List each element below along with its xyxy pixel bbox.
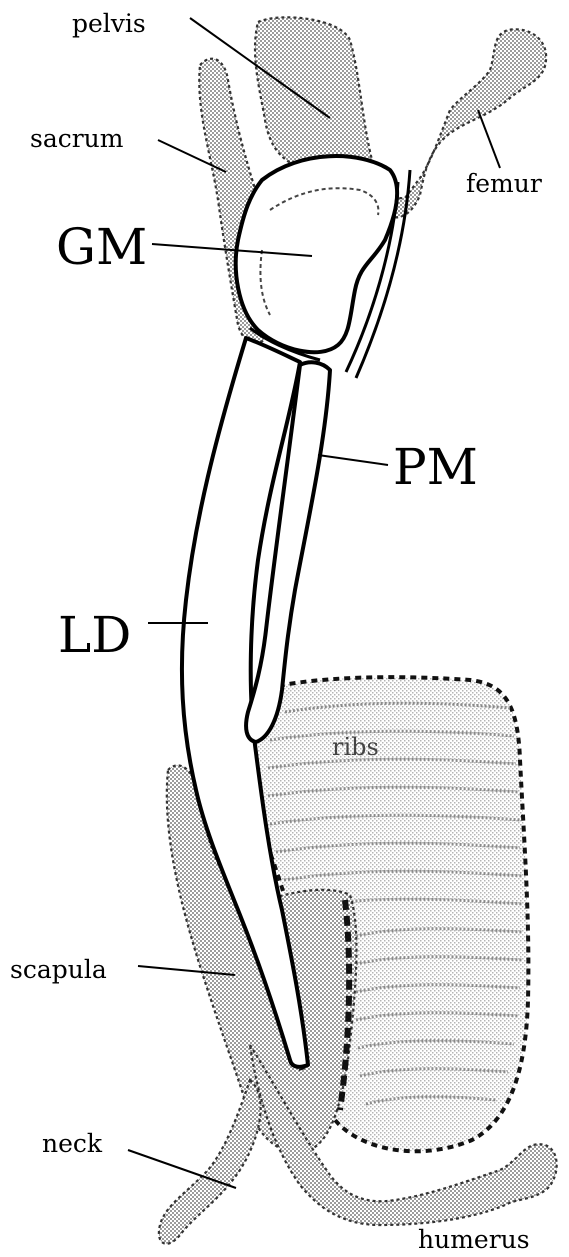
ld-label: LD: [58, 606, 131, 664]
ribs-label: ribs: [332, 733, 379, 761]
neck-label: neck: [42, 1129, 103, 1158]
gm-label: GM: [56, 218, 147, 276]
pm-leader: [318, 455, 388, 465]
scapula-label: scapula: [10, 955, 107, 984]
neck-bone: [159, 1080, 261, 1244]
humerus-label: humerus: [418, 1225, 530, 1254]
pelvis-label: pelvis: [72, 9, 146, 38]
sacrum-label: sacrum: [30, 124, 124, 153]
femur-leader: [478, 110, 500, 168]
pm-label: PM: [393, 438, 478, 496]
femur-label: femur: [466, 169, 542, 198]
